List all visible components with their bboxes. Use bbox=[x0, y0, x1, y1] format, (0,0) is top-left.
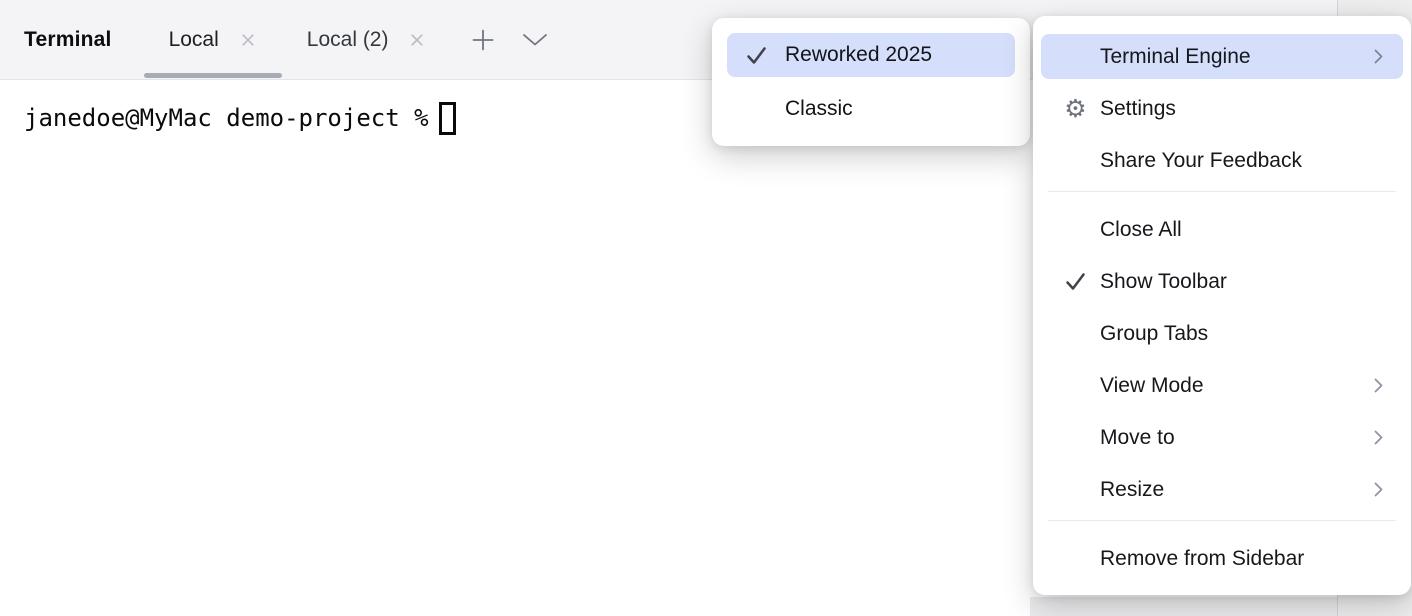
empty-icon-slot bbox=[1063, 44, 1088, 69]
menu-item-close-all[interactable]: Close All bbox=[1041, 207, 1403, 252]
empty-icon-slot bbox=[1063, 477, 1088, 502]
close-tab-icon[interactable] bbox=[408, 31, 426, 49]
new-tab-button[interactable] bbox=[465, 22, 501, 58]
menu-item-label: Resize bbox=[1100, 477, 1165, 501]
empty-icon-slot bbox=[1063, 425, 1088, 450]
menu-separator bbox=[1048, 520, 1396, 521]
tab-list-dropdown-button[interactable] bbox=[517, 22, 553, 58]
menu-item-resize[interactable]: Resize bbox=[1041, 467, 1403, 512]
menu-item-label: View Mode bbox=[1100, 373, 1204, 397]
menu-item-move-to[interactable]: Move to bbox=[1041, 415, 1403, 460]
menu-item-label: Close All bbox=[1100, 217, 1182, 241]
tab-label: Local (2) bbox=[306, 27, 389, 51]
empty-icon-slot bbox=[1063, 148, 1088, 173]
menu-item-terminal-engine[interactable]: Terminal Engine bbox=[1041, 34, 1403, 79]
menu-item-label: Settings bbox=[1100, 96, 1176, 120]
tool-window-title: Terminal bbox=[24, 27, 112, 51]
menu-item-label: Reworked 2025 bbox=[785, 43, 933, 66]
terminal-cursor bbox=[438, 101, 456, 135]
active-tab-indicator bbox=[143, 72, 282, 78]
submenu-arrow-icon bbox=[1374, 482, 1383, 497]
terminal-context-menu: Terminal Engine ⚙ Settings Share Your Fe… bbox=[1033, 16, 1411, 595]
shell-prompt-line: janedoe@MyMac demo-project % bbox=[24, 99, 1337, 137]
submenu-arrow-icon bbox=[1374, 430, 1383, 445]
bottom-panel-strip bbox=[1030, 597, 1337, 616]
menu-item-remove-from-sidebar[interactable]: Remove from Sidebar bbox=[1041, 536, 1403, 581]
submenu-arrow-icon bbox=[1374, 378, 1383, 393]
menu-item-label: Show Toolbar bbox=[1100, 269, 1227, 293]
checkmark-icon bbox=[1063, 269, 1088, 294]
submenu-arrow-icon bbox=[1374, 49, 1383, 64]
menu-item-label: Move to bbox=[1100, 425, 1175, 449]
menu-item-show-toolbar[interactable]: Show Toolbar bbox=[1041, 259, 1403, 304]
empty-icon-slot bbox=[1063, 373, 1088, 398]
shell-prompt-text: janedoe@MyMac demo-project % bbox=[24, 104, 429, 132]
menu-item-share-your-feedback[interactable]: Share Your Feedback bbox=[1041, 138, 1403, 183]
menu-item-label: Terminal Engine bbox=[1100, 44, 1251, 68]
empty-icon-slot bbox=[1063, 217, 1088, 242]
menu-separator bbox=[1048, 191, 1396, 192]
empty-icon-slot bbox=[1063, 546, 1088, 571]
tab-local[interactable]: Local bbox=[143, 0, 282, 80]
menu-item-label: Share Your Feedback bbox=[1100, 148, 1302, 172]
tab-local-2[interactable]: Local (2) bbox=[282, 0, 452, 80]
checkmark-icon bbox=[745, 44, 768, 67]
menu-item-view-mode[interactable]: View Mode bbox=[1041, 363, 1403, 408]
menu-item-group-tabs[interactable]: Group Tabs bbox=[1041, 311, 1403, 356]
tab-label: Local bbox=[168, 27, 219, 51]
menu-item-reworked-2025[interactable]: Reworked 2025 bbox=[727, 33, 1015, 77]
menu-item-label: Remove from Sidebar bbox=[1100, 546, 1305, 570]
menu-item-settings[interactable]: ⚙ Settings bbox=[1041, 86, 1403, 131]
menu-item-label: Group Tabs bbox=[1100, 321, 1209, 345]
chevron-down-icon bbox=[523, 33, 548, 45]
menu-item-classic[interactable]: Classic bbox=[727, 87, 1015, 131]
close-tab-icon[interactable] bbox=[239, 31, 257, 49]
menu-item-label: Classic bbox=[785, 97, 853, 120]
plus-icon bbox=[473, 29, 494, 50]
settings-gear-icon: ⚙ bbox=[1064, 94, 1087, 123]
empty-icon-slot bbox=[1063, 321, 1088, 346]
empty-icon-slot bbox=[745, 98, 768, 121]
terminal-engine-submenu: Reworked 2025 Classic bbox=[712, 18, 1030, 146]
